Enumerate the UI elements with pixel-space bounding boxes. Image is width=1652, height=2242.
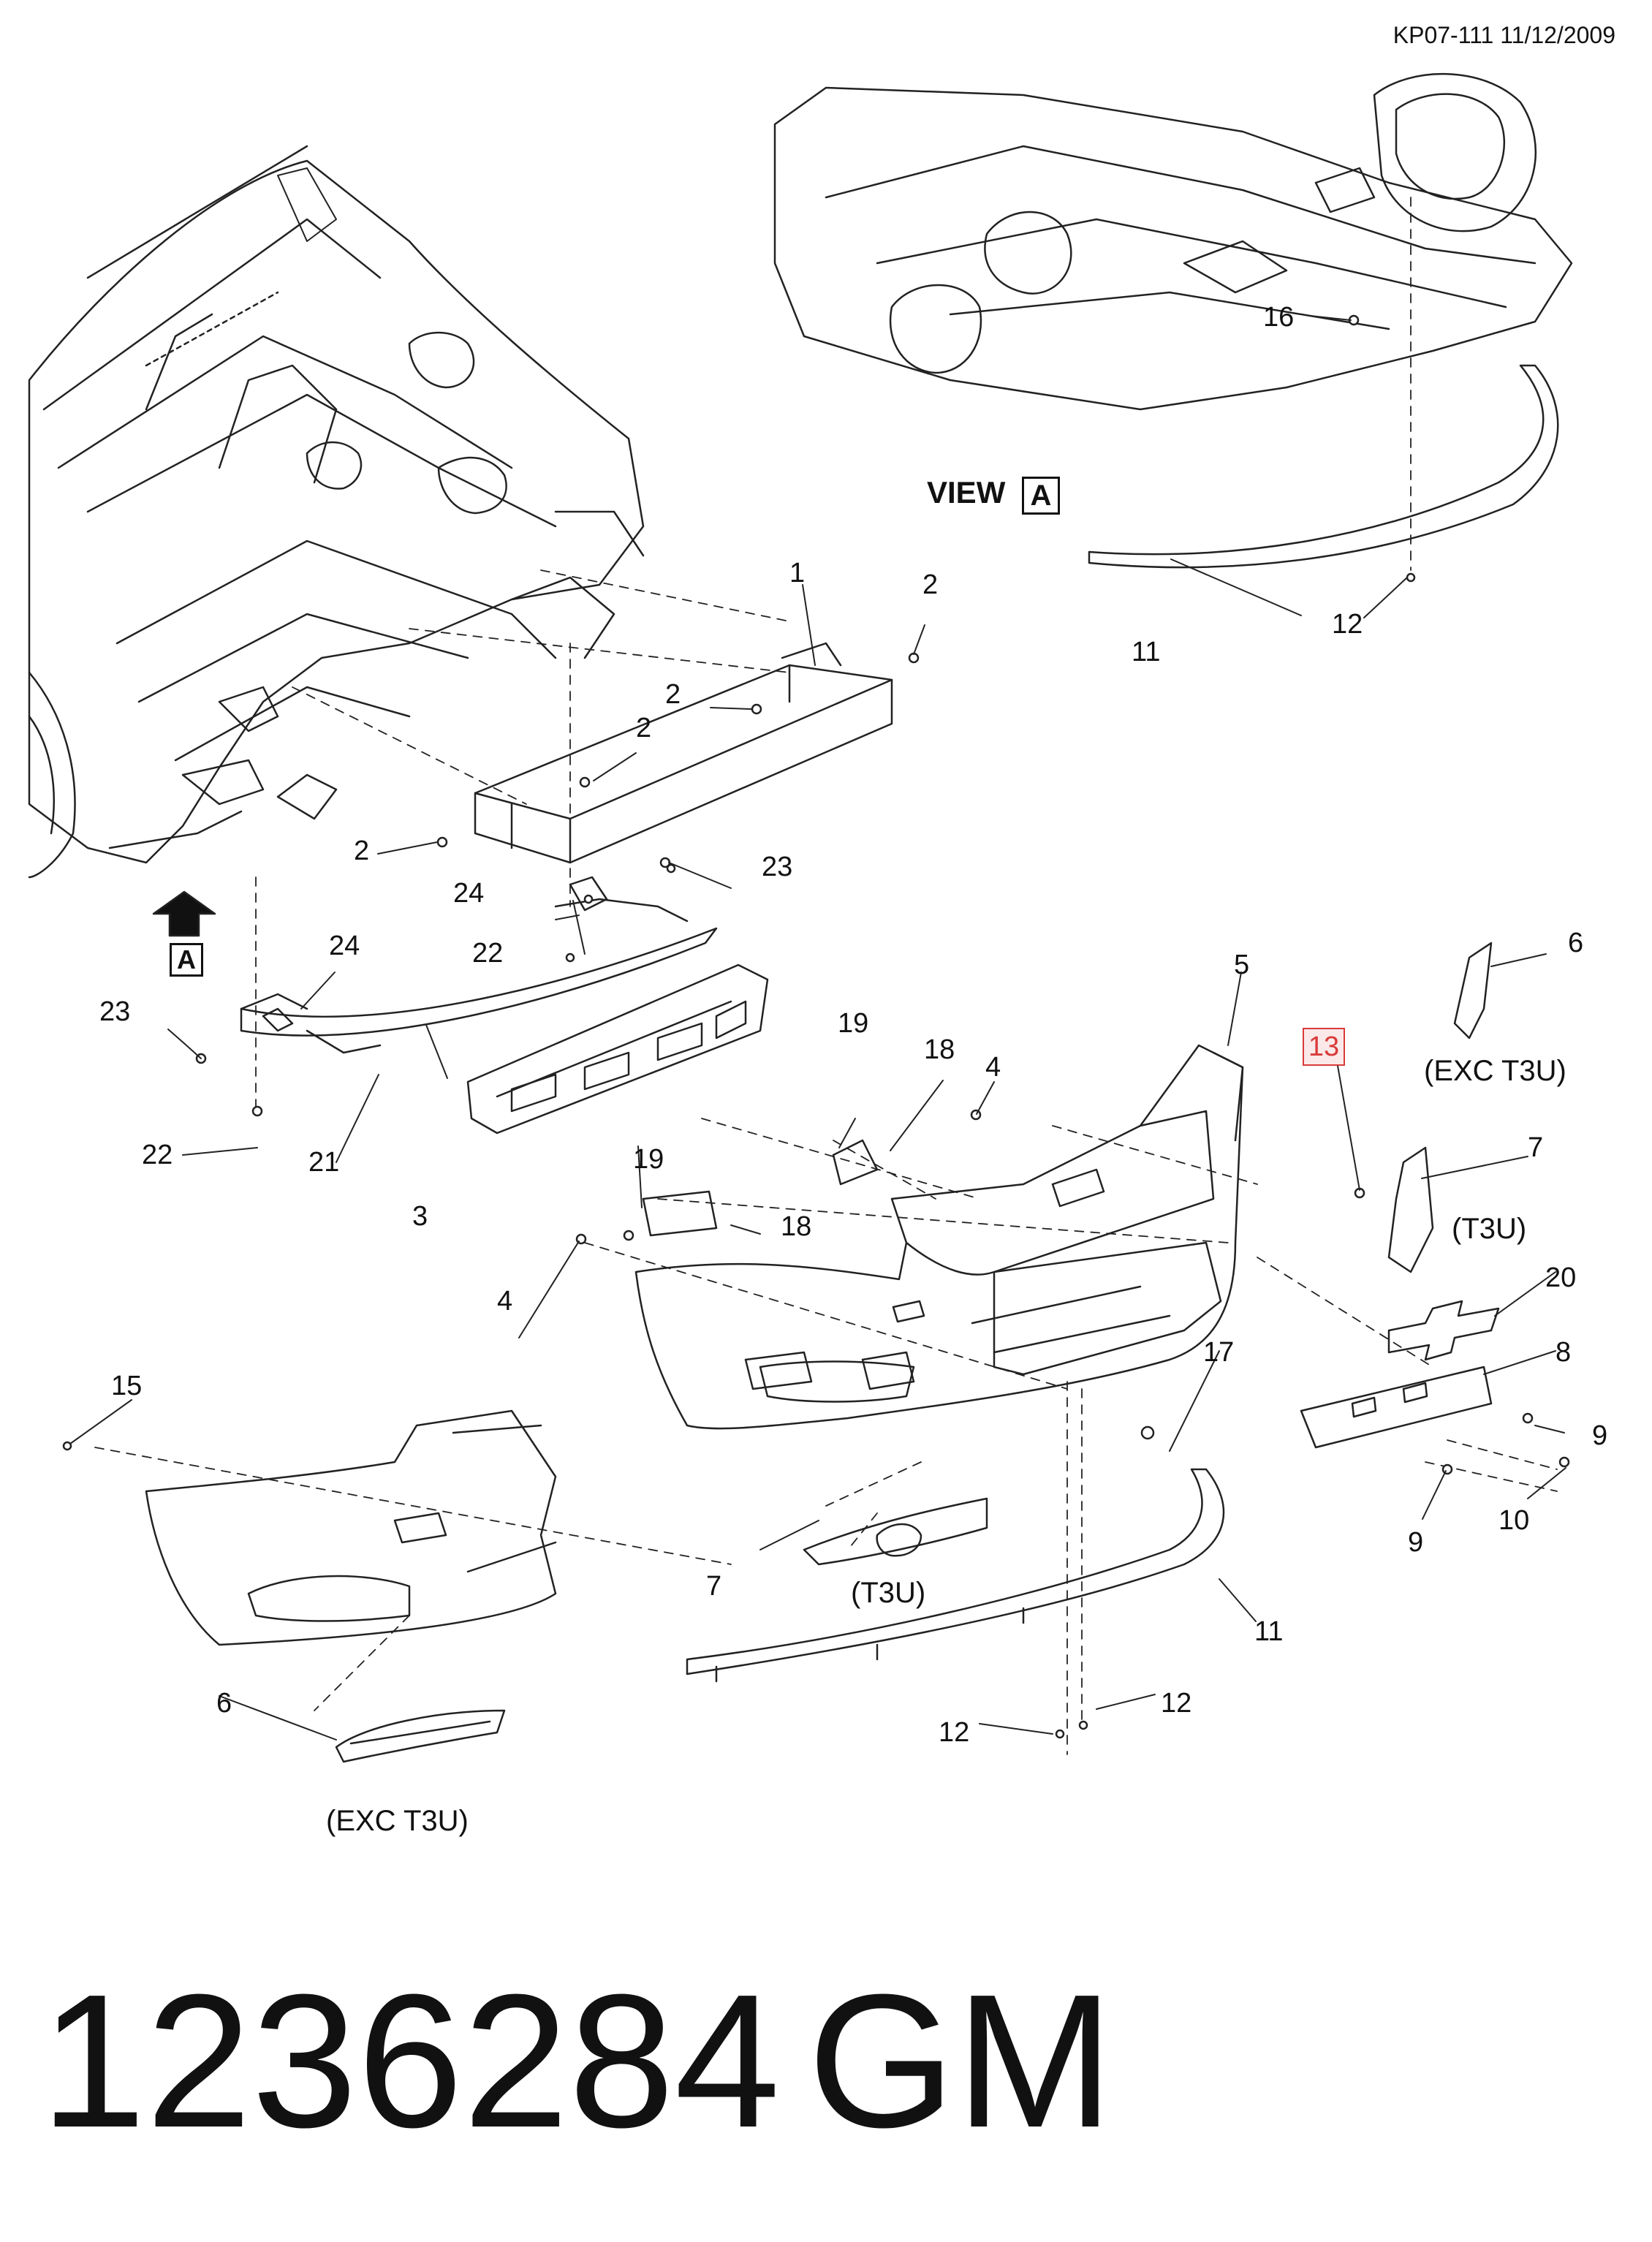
callout-4: 4 [985,1052,1001,1083]
view-a-direction-arrow [152,890,216,937]
callout-6: 6 [216,1688,232,1719]
note-t3u: (T3U) [851,1577,925,1609]
fasteners [62,314,1570,1739]
callout-2: 2 [665,679,681,710]
highlighted-callout-13[interactable]: 13 [1303,1028,1345,1066]
callout-6: 6 [1568,928,1583,958]
vehicle-front-structure [28,145,645,879]
callout-2: 2 [354,836,369,866]
callout-3: 3 [412,1201,428,1232]
view-a-deflector [1088,364,1559,569]
callout-leaders [69,315,1566,1741]
callout-21: 21 [308,1147,339,1178]
tow-hook-cover [642,1139,879,1237]
callout-24: 24 [329,931,360,961]
variant-notes: (EXC T3U) (T3U) (T3U) (EXC T3U) [326,1055,1566,1837]
bumper-impact-beam [474,642,893,864]
assembly-guide-lines [94,197,1558,1755]
note-t3u: (T3U) [1452,1213,1526,1245]
lower-support-bar [240,876,718,1054]
lower-air-deflector [686,1468,1225,1683]
side-trim-exc-t3u [1453,942,1493,1039]
callout-12: 12 [1161,1688,1191,1719]
callout-12: 12 [1332,609,1363,640]
fog-lamp-opening [759,1360,915,1403]
arrow-a-marker: A [170,943,203,977]
callout-2: 2 [922,569,938,600]
callout-16: 16 [1263,302,1294,333]
callout-20: 20 [1545,1262,1576,1293]
callout-24: 24 [453,878,484,909]
note-exc-t3u: (EXC T3U) [326,1805,469,1837]
callout-11: 11 [1254,1616,1283,1647]
license-plate-bracket [1300,1366,1493,1449]
part-number: 1236284 [40,1955,781,2167]
view-a-label: VIEW [927,475,1006,510]
callout-15: 15 [111,1371,142,1401]
callout-19: 19 [633,1144,664,1175]
callout-11: 11 [1132,637,1160,667]
callout-19: 19 [838,1008,868,1039]
callout-4: 4 [497,1286,512,1317]
fog-lamp-bezel-exc-t3u [335,1709,506,1763]
callout-1: 1 [789,558,805,588]
callout-22: 22 [472,938,503,969]
callout-12: 12 [939,1717,969,1748]
callout-5: 5 [1234,950,1249,980]
callout-2: 2 [636,713,651,743]
callout-9: 9 [1408,1527,1423,1558]
callout-18: 18 [781,1211,811,1242]
document-reference: KP07-111 11/12/2009 [1393,22,1615,48]
callout-23: 23 [762,852,792,882]
callout-23: 23 [99,996,130,1027]
callout-7: 7 [1528,1132,1543,1163]
callout-18: 18 [924,1034,955,1065]
front-bumper-fascia [634,1044,1244,1430]
callout-22: 22 [142,1140,173,1170]
view-a-chassis [773,73,1573,411]
callout-labels: 1 2 2 2 2 3 4 4 5 6 6 7 7 8 9 9 10 11 11… [99,302,1607,1748]
side-trim-t3u [1387,1146,1434,1273]
callout-17: 17 [1203,1337,1234,1368]
manufacturer: GM [808,1955,1114,2167]
energy-absorber [466,963,769,1135]
bowtie-emblem [1387,1300,1500,1361]
callout-10: 10 [1498,1505,1529,1536]
note-exc-t3u: (EXC T3U) [1424,1055,1566,1087]
fog-lamp-bezel-t3u [803,1497,988,1566]
callout-9: 9 [1592,1420,1607,1451]
callout-7: 7 [706,1571,721,1602]
callout-8: 8 [1556,1337,1571,1368]
fascia-alternate-view [145,1409,557,1646]
view-a-marker: A [1022,477,1060,515]
